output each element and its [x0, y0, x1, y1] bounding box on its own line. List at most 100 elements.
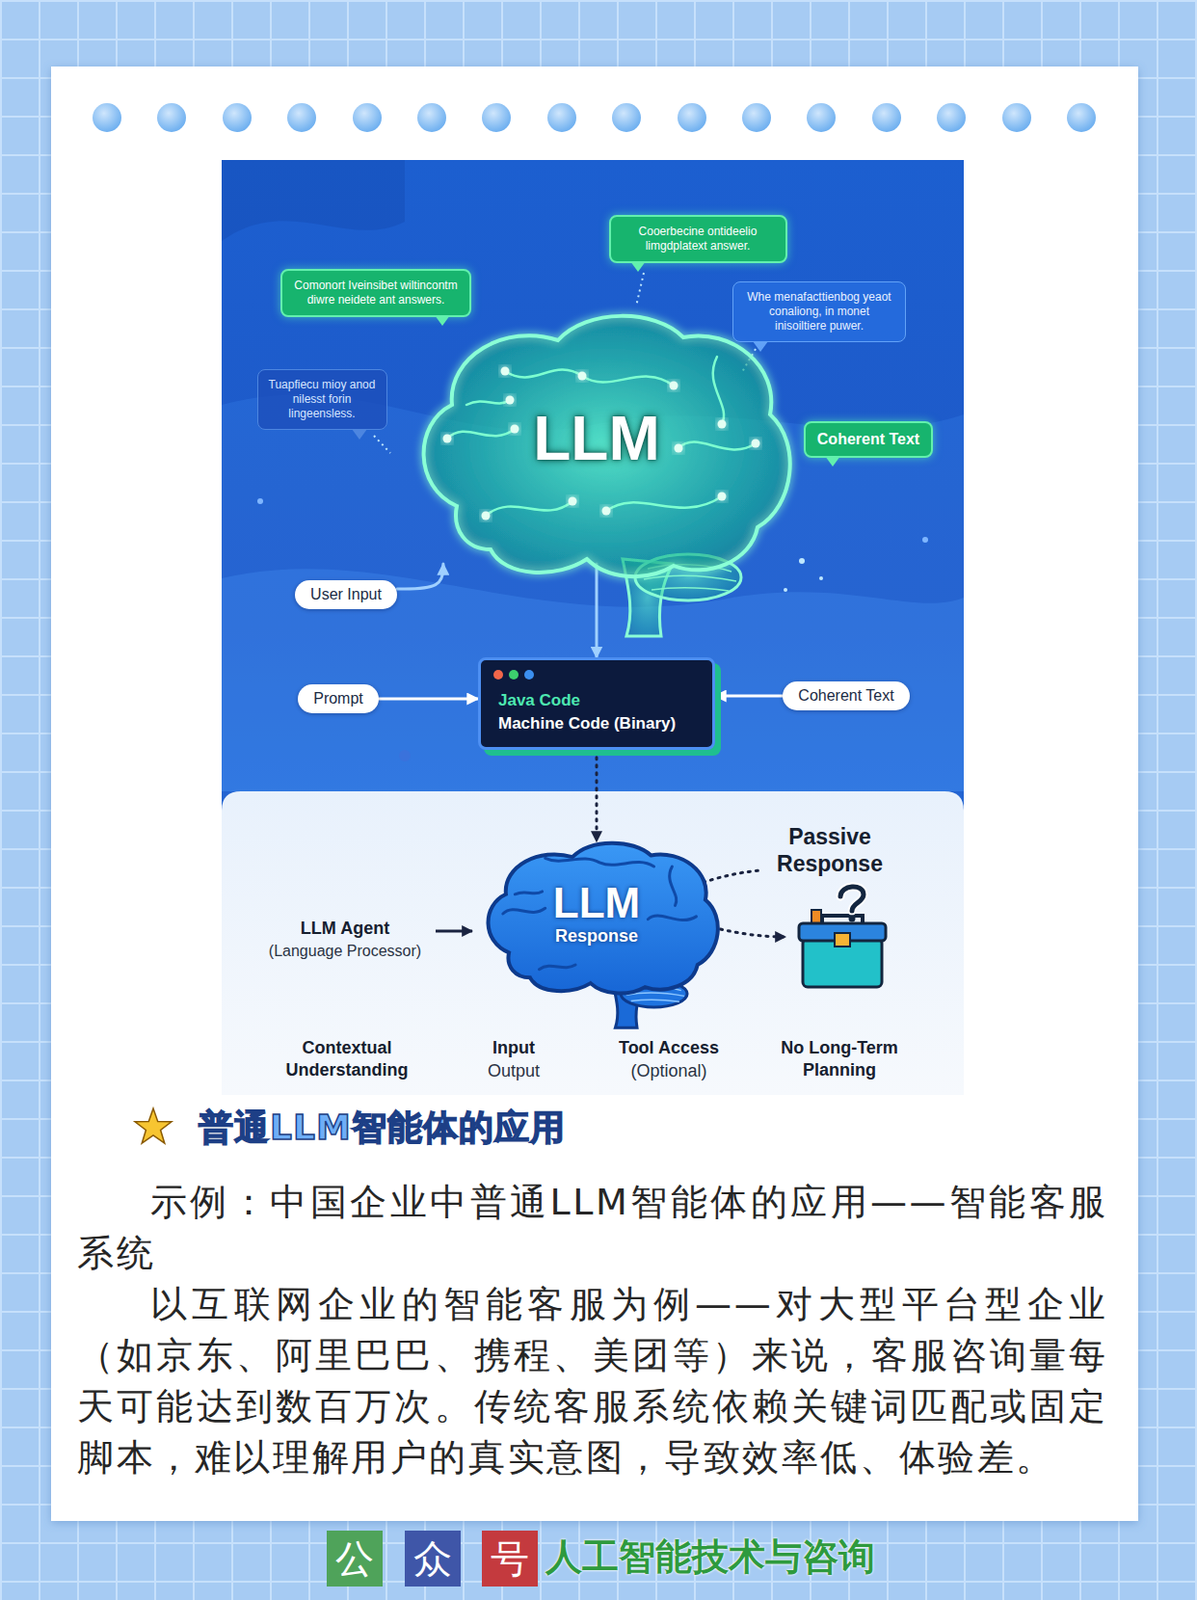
- cerebellum-fold: [651, 587, 729, 591]
- paper-card: [51, 66, 1139, 1521]
- node-text: Machine Code (Binary): [498, 712, 699, 736]
- node-text: User Input: [310, 585, 382, 604]
- speech-bubble: Comonort Iveinsibet wiltincontm diwre ne…: [280, 268, 472, 318]
- node-text: Coherent Text: [798, 687, 894, 705]
- cerebrum: [488, 843, 719, 994]
- ring-dot: [481, 103, 511, 133]
- node-text: Coherent Text: [817, 429, 920, 450]
- feature-label: Input: [465, 1037, 562, 1060]
- cerebellum-fold: [631, 999, 680, 1002]
- flow-arrow: [595, 749, 599, 842]
- llm-brain: LLM: [418, 313, 775, 564]
- brain-fold: [514, 891, 542, 895]
- circuit-node: [578, 372, 587, 381]
- wave: [221, 395, 964, 792]
- node-text: Java Code: [498, 689, 699, 713]
- footer-badge: 公: [326, 1530, 383, 1587]
- feature-label: Contextual Understanding: [265, 1037, 429, 1083]
- speech-bubble: Cooerbecine ontideelio limgdplatext answ…: [609, 214, 788, 264]
- node-text: Whe menafacttienbog yeaot conaliong, in …: [743, 290, 896, 334]
- brain-fold: [505, 370, 674, 386]
- circuit-node: [718, 492, 727, 502]
- brain-fold: [466, 399, 510, 405]
- ring-dot: [547, 103, 577, 133]
- circuit-node: [443, 434, 453, 444]
- flow-arrow: [397, 563, 444, 589]
- code-window: Java CodeMachine Code (Binary): [478, 657, 716, 750]
- node-text: Prompt: [313, 690, 364, 708]
- window-dot: [508, 669, 519, 680]
- flow-arrow: [595, 563, 599, 658]
- brain-fold: [485, 501, 573, 516]
- circuit-node: [481, 511, 491, 521]
- body-text: 示例：中国企业中普通LLM智能体的应用——智能客服系统以互联网企业的智能客服为例…: [77, 1176, 1109, 1484]
- cerebellum-fold: [643, 575, 737, 582]
- wave: [221, 159, 405, 241]
- ring-dot: [1066, 103, 1096, 133]
- light-panel: [221, 791, 964, 1095]
- dark-panel: [221, 159, 964, 1095]
- agent-sublabel: (Language Processor): [248, 941, 442, 962]
- circuit-node: [505, 396, 515, 405]
- node-text: Comonort Iveinsibet wiltincontm diwre ne…: [292, 278, 460, 308]
- prompt-pill: Prompt: [297, 684, 379, 714]
- input-pill: User Input: [294, 580, 398, 610]
- sparkle: [819, 576, 824, 581]
- sparkle: [798, 558, 805, 564]
- sparkle: [399, 749, 411, 762]
- body-paragraph: 示例：中国企业中普通LLM智能体的应用——智能客服系统: [77, 1176, 1109, 1279]
- question-dot: [849, 915, 856, 923]
- ring-dot: [677, 103, 707, 133]
- brain-fold: [503, 907, 546, 914]
- node-text: Response: [555, 926, 639, 948]
- circuit-node: [501, 367, 510, 376]
- agent-arrow: [435, 930, 473, 933]
- circuit-node: [751, 439, 761, 449]
- star-icon: [134, 1108, 172, 1144]
- circuit-node: [669, 381, 679, 391]
- node-text: LLM: [553, 879, 640, 927]
- leader-dots: [373, 435, 391, 453]
- question-halo: [840, 886, 864, 911]
- ring-dot: [157, 103, 187, 133]
- speech-bubble: Whe menafacttienbog yeaot conaliong, in …: [732, 281, 906, 343]
- ring-dot: [287, 103, 317, 133]
- ring-dot: [352, 103, 382, 133]
- body-paragraph: 以互联网企业的智能客服为例——对大型平台型企业（如京东、阿里巴巴、携程、美团等）…: [77, 1278, 1109, 1484]
- feature-label: No Long-Term Planning: [767, 1037, 912, 1083]
- feature-sublabel: Output: [465, 1060, 562, 1083]
- brain-fold: [678, 442, 756, 451]
- ring-dot: [92, 103, 122, 133]
- ring-dot: [417, 103, 447, 133]
- ring-dot: [872, 103, 902, 133]
- binder-rings: [92, 103, 1096, 133]
- node-text: LLM: [532, 407, 661, 470]
- question-mark: [840, 886, 864, 911]
- ring-dot: [1002, 103, 1032, 133]
- window-dot: [524, 669, 534, 680]
- ring-dot: [222, 103, 252, 133]
- brain-fold: [713, 356, 724, 425]
- brain-fold: [669, 866, 677, 905]
- footer-badge: 众: [404, 1530, 461, 1587]
- brain-fold: [647, 915, 696, 921]
- window-dots: [492, 667, 551, 682]
- text-pill: Coherent Text: [782, 681, 909, 711]
- circuit-node: [510, 425, 520, 434]
- leader-dots: [636, 272, 644, 307]
- agent-brain: LLMResponse: [484, 841, 709, 986]
- brain-fold: [538, 964, 576, 970]
- connectors: [378, 563, 784, 842]
- circuit-node: [602, 506, 612, 516]
- circuit-node: [568, 497, 578, 506]
- footer-account: 人工智能技术与咨询: [545, 1535, 876, 1580]
- toolbox-icon: [798, 886, 886, 987]
- callout-label: Passive Response: [762, 824, 898, 878]
- illustration: [221, 159, 964, 1095]
- sparkle: [257, 498, 264, 505]
- circuit-node: [674, 444, 684, 453]
- circuit-node: [718, 420, 727, 429]
- window-dot: [493, 669, 504, 680]
- footer-badge: 号: [481, 1530, 538, 1587]
- ring-dot: [611, 103, 641, 133]
